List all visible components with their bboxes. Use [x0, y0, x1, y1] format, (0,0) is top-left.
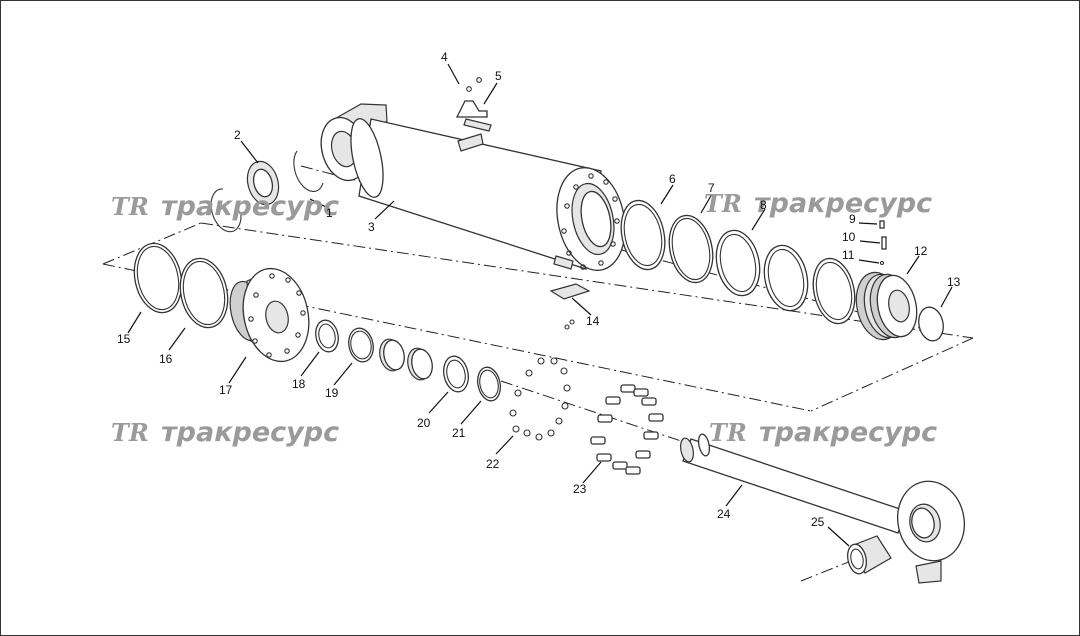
cylinder-tube: [320, 103, 626, 271]
rear-seals: [210, 150, 324, 233]
washer-ring: [509, 357, 571, 441]
callout-24: 24: [717, 507, 731, 521]
callout-2: 2: [234, 128, 241, 142]
callout-14: 14: [586, 314, 600, 328]
callout-15: 15: [117, 332, 131, 346]
watermark-logo: TR: [709, 418, 747, 447]
callout-11: 11: [842, 248, 855, 262]
callout-20: 20: [417, 416, 431, 430]
watermark-3: TR тракресурс: [111, 417, 339, 448]
lock-plate: [549, 283, 591, 330]
watermark-2: TR тракресурс: [704, 188, 932, 219]
callout-13: 13: [947, 275, 961, 289]
watermark-text: тракресурс: [754, 188, 932, 219]
callout-4: 4: [441, 50, 448, 64]
rod-seals: [315, 319, 501, 402]
head-seals: [133, 242, 229, 329]
watermark-logo: TR: [111, 192, 149, 221]
callout-18: 18: [292, 377, 306, 391]
leader-lines: [127, 63, 953, 547]
callout-22: 22: [486, 457, 500, 471]
seal-rings-upper: [620, 199, 856, 325]
watermark-4: TR тракресурс: [709, 417, 937, 448]
callout-1: 1: [326, 206, 333, 220]
watermark-text: тракресурс: [759, 417, 937, 448]
callout-19: 19: [325, 386, 339, 400]
piston: [855, 271, 918, 341]
callout-3: 3: [368, 220, 375, 234]
callout-10: 10: [842, 230, 856, 244]
callout-25: 25: [811, 515, 825, 529]
piston-pins: [879, 220, 887, 266]
callout-labels: 1 2 3 4 5 6 7 8 9 10 11 12 13 14 15 16 1…: [117, 50, 961, 529]
bolt-set: [590, 384, 664, 475]
callout-7: 7: [708, 181, 715, 195]
callout-16: 16: [159, 352, 173, 366]
backup-ring-13: [918, 306, 944, 342]
callout-21: 21: [452, 426, 466, 440]
cylinder-head: [229, 267, 310, 363]
callout-6: 6: [669, 172, 676, 186]
bushing: [847, 535, 892, 575]
watermark-text: тракресурс: [161, 417, 339, 448]
callout-9: 9: [849, 212, 856, 226]
callout-23: 23: [573, 482, 587, 496]
callout-17: 17: [219, 383, 233, 397]
callout-5: 5: [495, 69, 502, 83]
watermark-1: TR тракресурс: [111, 191, 339, 222]
callout-8: 8: [760, 198, 767, 212]
bracket-clamp: [455, 77, 488, 118]
watermark-logo: TR: [704, 189, 742, 218]
piston-rod: [680, 433, 965, 584]
callout-12: 12: [914, 244, 928, 258]
watermark-logo: TR: [111, 418, 149, 447]
watermark-text: тракресурс: [161, 191, 339, 222]
